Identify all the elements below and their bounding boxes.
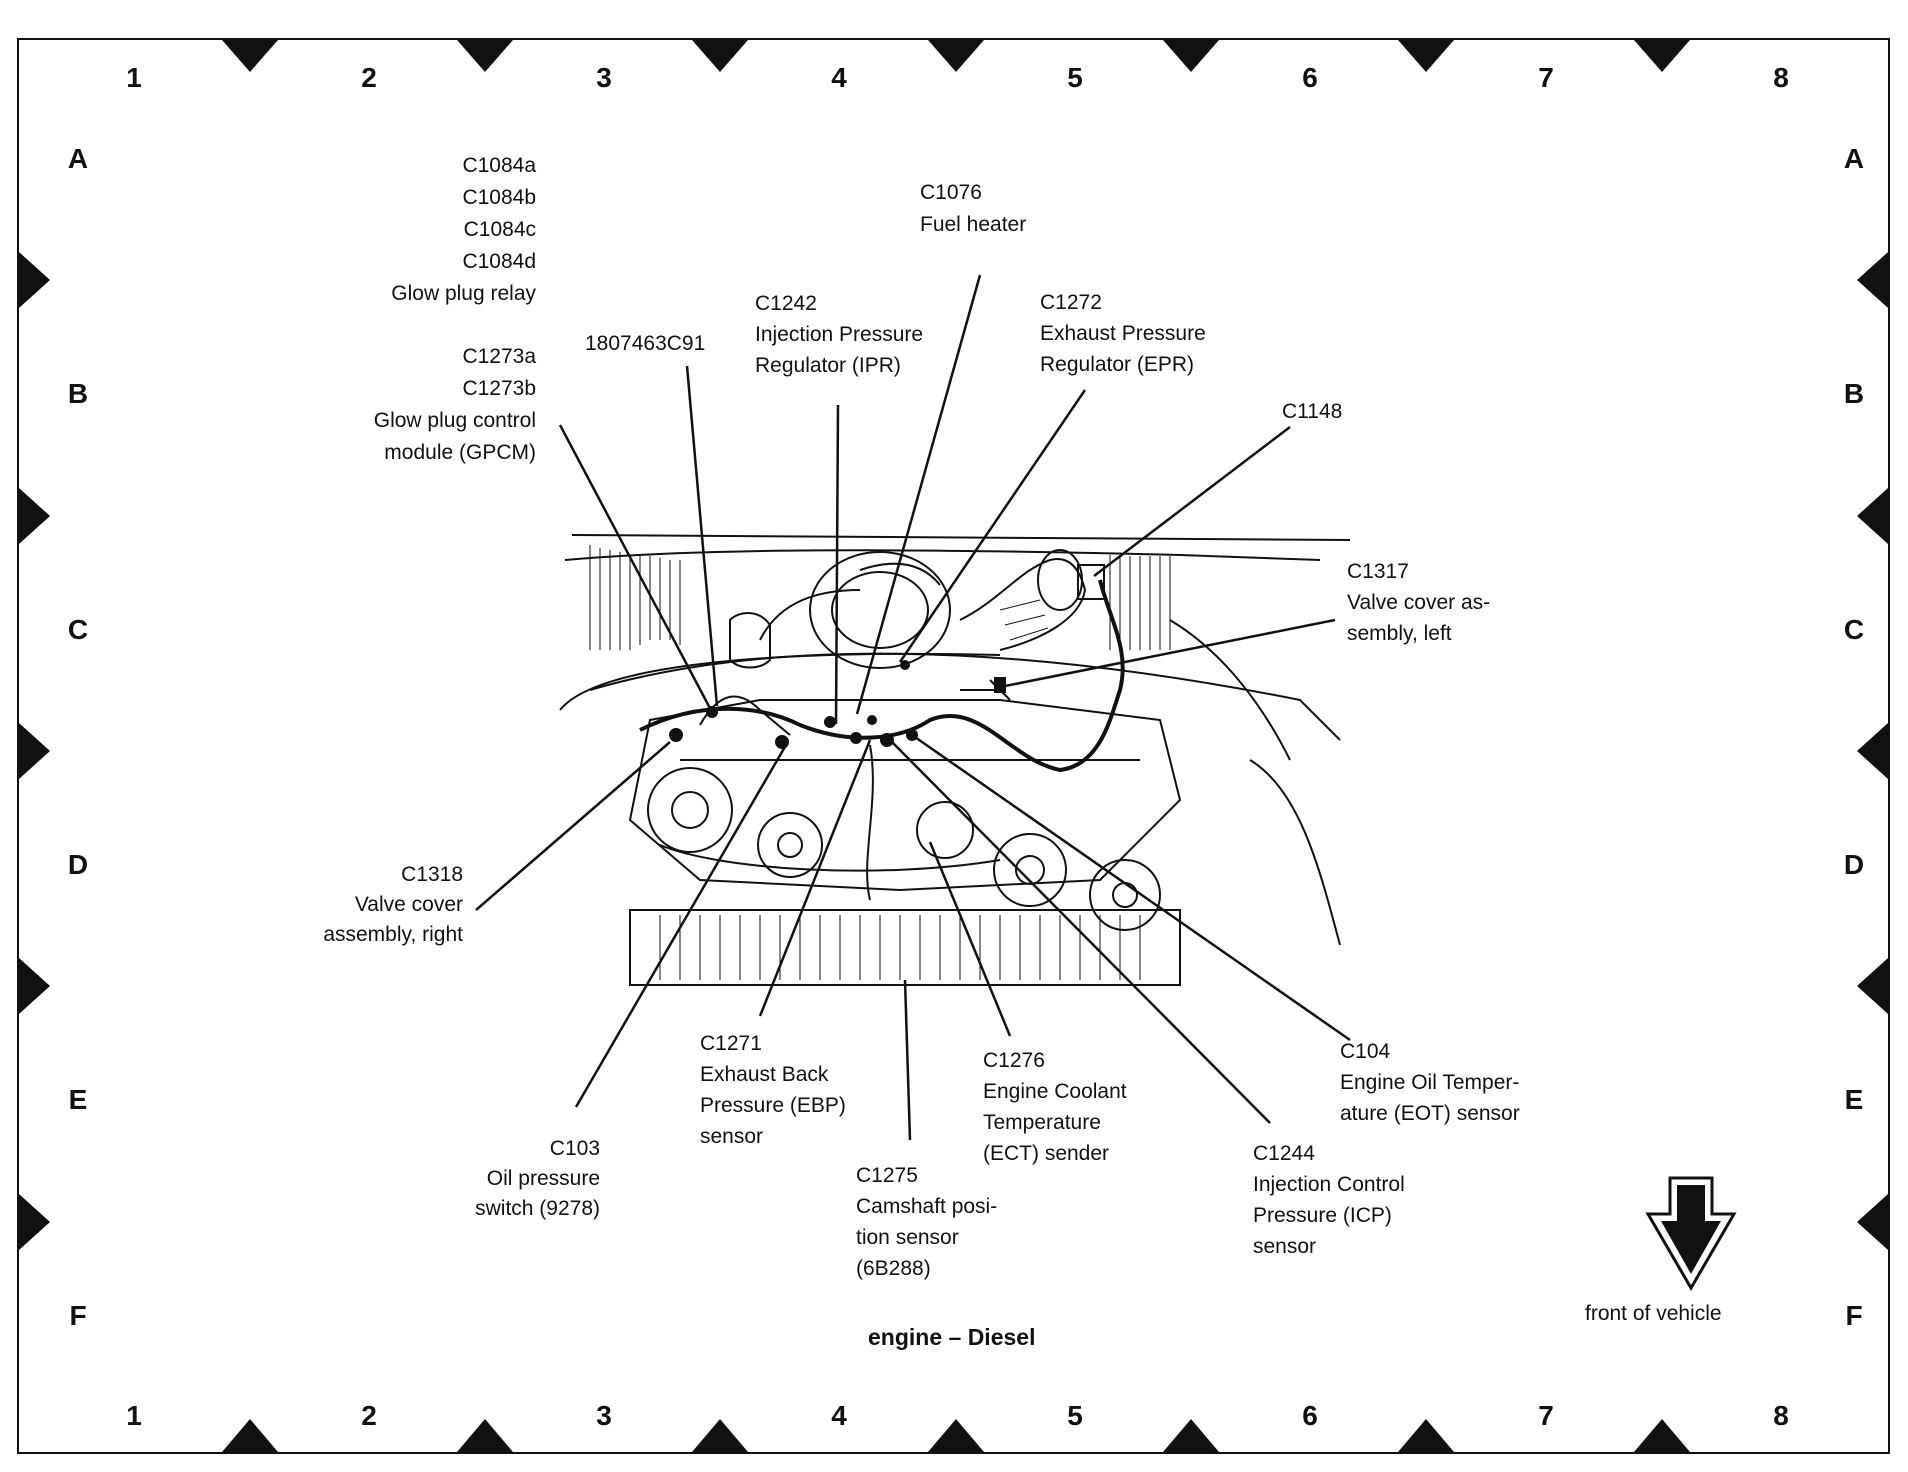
callout-line: C1242 [755,292,817,315]
grid-row-right-d: D [1843,849,1865,880]
callout-line: sensor [1253,1235,1317,1258]
callout-line: (6B288) [856,1257,931,1280]
grid-col-bottom-3: 3 [596,1400,612,1431]
callout-line: C103 [549,1137,600,1160]
grid-col-bottom-4: 4 [831,1400,847,1431]
grid-col-bottom-5: 5 [1067,1400,1083,1431]
grid-markers [19,40,1888,1452]
callout-line: Pressure (EBP) [700,1094,846,1117]
callout-line: Temperature [983,1111,1101,1134]
grid-col-top-6: 6 [1302,62,1318,93]
callout-ebp: C1271 Exhaust Back Pressure (EBP) sensor [700,1028,846,1152]
diagram-title: engine – Diesel [868,1324,1036,1350]
grid-col-top-4: 4 [831,62,847,93]
callout-glow-plug-relay: C1084a C1084b C1084c C1084d Glow plug re… [330,150,536,310]
callout-line: C1076 [920,181,982,204]
grid-row-right-a: A [1843,143,1865,174]
callout-line: Regulator (EPR) [1040,353,1195,376]
grid-row-left-b: B [67,378,89,409]
callout-line: Engine Oil Temper- [1340,1071,1520,1094]
front-of-vehicle-label: front of vehicle [1585,1302,1722,1325]
callout-line: C1273b [462,377,536,400]
grid-row-left-c: C [67,614,89,645]
grid-col-bottom-6: 6 [1302,1400,1318,1431]
callout-line: Regulator (IPR) [755,354,901,377]
grid-col-top-3: 3 [596,62,612,93]
callout-line: C1084d [462,250,536,273]
diagram-frame [17,38,1890,1454]
callout-line: Exhaust Back [700,1063,829,1086]
callout-line: C1275 [856,1164,918,1187]
grid-col-top-5: 5 [1067,62,1083,93]
callout-line: 1807463C91 [585,332,706,355]
grid-col-top-7: 7 [1538,62,1554,93]
grid-row-left-a: A [67,143,89,174]
grid-row-left-f: F [69,1300,87,1331]
callout-line: Glow plug control [373,409,536,432]
callout-line: C1272 [1040,291,1102,314]
callout-line: C1271 [700,1032,762,1055]
callout-line: C1148 [1282,400,1343,423]
callout-line: C1084c [463,218,536,241]
grid-row-right-c: C [1843,614,1865,645]
callout-line: Engine Coolant [983,1080,1127,1103]
grid-row-left-d: D [67,849,89,880]
callout-line: C104 [1340,1040,1391,1063]
callout-valve-cover-right: C1318 Valve cover assembly, right [280,860,463,950]
grid-col-top-2: 2 [361,62,377,93]
callout-line: Fuel heater [920,213,1027,236]
engine-illustration [559,534,1351,986]
grid-row-left-e: E [68,1084,88,1115]
callout-line: module (GPCM) [384,441,536,464]
callout-line: C1084a [462,154,536,177]
callout-line: C1317 [1347,560,1409,583]
callout-line: Exhaust Pressure [1040,322,1206,345]
callout-fuel-heater: C1076 Fuel heater [920,177,1026,241]
grid-row-right-b: B [1843,378,1865,409]
grid-row-right-f: F [1845,1300,1863,1331]
callout-line: C1276 [983,1049,1045,1072]
callout-line: assembly, right [323,923,463,946]
callout-icp: C1244 Injection Control Pressure (ICP) s… [1253,1138,1405,1262]
grid-col-bottom-8: 8 [1773,1400,1789,1431]
callout-line: C1084b [462,186,536,209]
callout-line: C1244 [1253,1142,1315,1165]
leader-lines [475,274,1351,1141]
callout-line: Glow plug relay [391,282,536,305]
front-arrow-icon [1645,1176,1737,1291]
callout-line: (ECT) sender [983,1142,1110,1165]
callout-camshaft: C1275 Camshaft posi- tion sensor (6B288) [856,1160,997,1284]
grid-col-top-1: 1 [126,62,142,93]
callout-line: sensor [700,1125,764,1148]
callout-line: Valve cover as- [1347,591,1491,614]
callout-line: sembly, left [1347,622,1452,645]
callout-line: switch (9278) [475,1197,600,1220]
grid-row-right-e: E [1844,1084,1864,1115]
callout-eot: C104 Engine Oil Temper- ature (EOT) sens… [1340,1036,1520,1129]
callout-oil-pressure: C103 Oil pressure switch (9278) [430,1134,600,1224]
callout-line: Injection Pressure [755,323,924,346]
callout-line: Valve cover [354,893,463,916]
grid-col-bottom-7: 7 [1538,1400,1554,1431]
callout-line: Injection Control [1253,1173,1405,1196]
callout-gpcm: C1273a C1273b Glow plug control module (… [310,341,536,469]
callout-valve-cover-left: C1317 Valve cover as- sembly, left [1347,556,1490,649]
callout-line: ature (EOT) sensor [1340,1102,1520,1125]
callout-epr: C1272 Exhaust Pressure Regulator (EPR) [1040,287,1206,380]
callout-line: C1318 [401,863,463,886]
grid-col-bottom-1: 1 [126,1400,142,1431]
callout-ect: C1276 Engine Coolant Temperature (ECT) s… [983,1045,1127,1169]
grid-col-top-8: 8 [1773,62,1789,93]
callout-ipr: C1242 Injection Pressure Regulator (IPR) [755,288,923,381]
grid-col-bottom-2: 2 [361,1400,377,1431]
callout-line: Oil pressure [486,1167,600,1190]
callout-part-number: 1807463C91 [585,328,705,360]
callout-line: tion sensor [856,1226,959,1249]
callout-c1148: C1148 [1282,396,1342,428]
callout-line: Pressure (ICP) [1253,1204,1392,1227]
callout-line: C1273a [462,345,536,368]
callout-line: Camshaft posi- [856,1195,998,1218]
